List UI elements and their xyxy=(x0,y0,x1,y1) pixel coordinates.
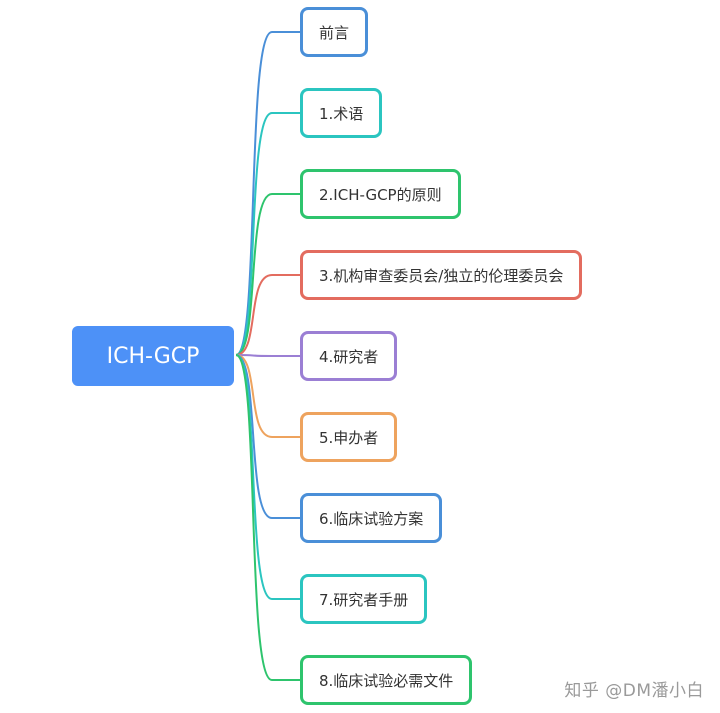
connector-6 xyxy=(235,354,300,519)
branch-node-sponsor[interactable]: 5.申办者 xyxy=(300,412,398,462)
branch-node-terms[interactable]: 1.术语 xyxy=(300,88,383,138)
branch-label: 1.术语 xyxy=(319,104,364,123)
branch-node-investigator[interactable]: 4.研究者 xyxy=(300,331,398,381)
branch-node-brochure[interactable]: 7.研究者手册 xyxy=(300,574,428,624)
branch-label: 3.机构审查委员会/独立的伦理委员会 xyxy=(319,266,564,285)
connector-5 xyxy=(235,354,300,438)
branch-node-principles[interactable]: 2.ICH-GCP的原则 xyxy=(300,169,461,219)
watermark: 知乎 @DM潘小白 xyxy=(564,681,704,701)
root-node-label: ICH-GCP xyxy=(106,343,200,369)
connector-2 xyxy=(235,193,300,356)
branch-label: 2.ICH-GCP的原则 xyxy=(319,185,442,204)
branch-label: 4.研究者 xyxy=(319,347,379,366)
connector-4 xyxy=(235,354,300,357)
root-node[interactable]: ICH-GCP xyxy=(72,326,234,386)
branch-node-protocol[interactable]: 6.临床试验方案 xyxy=(300,493,443,543)
connector-1 xyxy=(235,112,300,356)
branch-label: 5.申办者 xyxy=(319,428,379,447)
branch-node-preface[interactable]: 前言 xyxy=(300,7,369,57)
connector-7 xyxy=(235,354,300,600)
branch-label: 7.研究者手册 xyxy=(319,590,409,609)
branch-label: 前言 xyxy=(319,23,350,42)
connector-0 xyxy=(235,31,300,356)
connector-8 xyxy=(235,354,300,681)
branch-label: 6.临床试验方案 xyxy=(319,509,424,528)
connector-3 xyxy=(235,274,300,356)
branch-node-essential-documents[interactable]: 8.临床试验必需文件 xyxy=(300,655,473,705)
branch-node-ethics-committee[interactable]: 3.机构审查委员会/独立的伦理委员会 xyxy=(300,250,583,300)
branch-label: 8.临床试验必需文件 xyxy=(319,671,454,690)
